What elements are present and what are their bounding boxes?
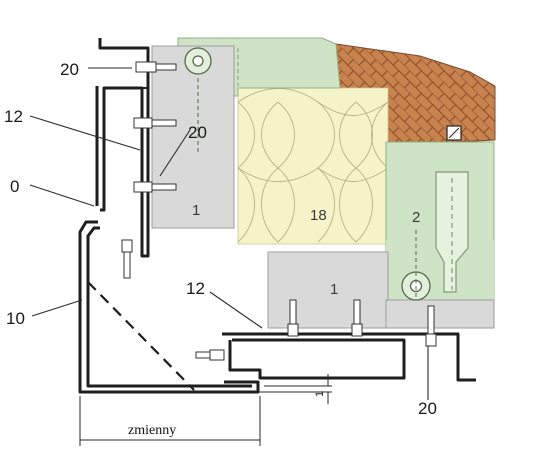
- dimension-width: [79, 374, 332, 446]
- callout-10: 10: [6, 309, 25, 328]
- dimension-gap-label: 1: [314, 391, 326, 397]
- callout-20-mid: 20: [188, 123, 207, 142]
- steel-profiles: [78, 38, 476, 394]
- dashed-diagonal: [87, 281, 195, 391]
- callout-20-top: 20: [60, 60, 79, 79]
- callout-12-bottom: 12: [186, 279, 205, 298]
- callout-20-bottom: 20: [418, 399, 437, 418]
- dimension-width-label: zmienny: [128, 423, 176, 438]
- label-block-1-lower: 1: [330, 281, 338, 298]
- callout-12-left: 12: [4, 107, 23, 126]
- grey-block-upper: [151, 45, 235, 229]
- anchor-bolt-bracket: [401, 230, 431, 301]
- label-insulation-18: 18: [310, 207, 327, 224]
- insulation-pattern: [237, 88, 389, 243]
- label-bracket-2: 2: [412, 209, 420, 226]
- callout-0: 0: [10, 177, 19, 196]
- leader-lines: [29, 67, 429, 400]
- fasteners: [121, 61, 437, 361]
- grey-block-lower: [267, 251, 389, 329]
- anchor-bolt-top: [184, 47, 212, 155]
- label-block-1-upper: 1: [192, 202, 200, 219]
